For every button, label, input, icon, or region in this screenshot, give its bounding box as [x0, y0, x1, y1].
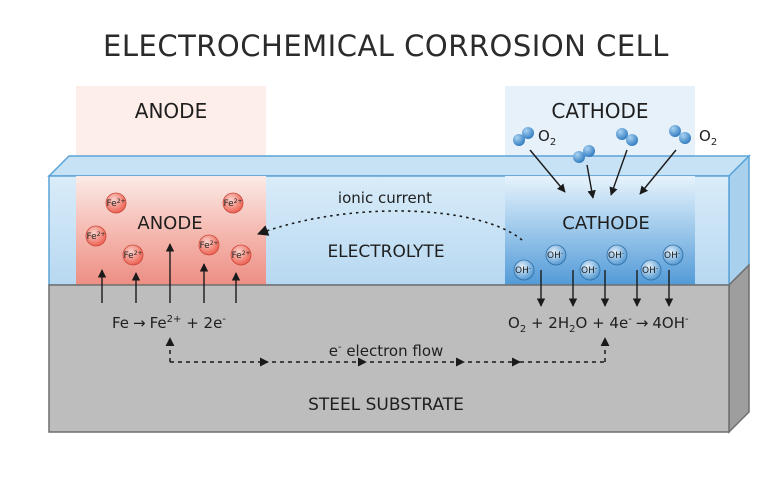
svg-text:Fe2+: Fe2+ — [86, 231, 105, 242]
svg-text:Fe2+: Fe2+ — [231, 250, 250, 261]
anode-reaction: Fe→Fe2+ + 2e- — [112, 314, 226, 332]
o2-arrow — [586, 164, 596, 199]
anode-top-zone — [76, 86, 266, 166]
oh-ion: OH- — [513, 259, 535, 281]
o2-arrow — [529, 149, 566, 193]
anode-top-label: ANODE — [135, 99, 207, 123]
cathode-top-label: CATHODE — [551, 99, 648, 123]
svg-text:Fe2+: Fe2+ — [123, 250, 142, 261]
steel-substrate — [48, 284, 730, 433]
svg-text:OH-: OH- — [581, 265, 597, 276]
substrate-side-face — [728, 263, 750, 434]
cathode-zone — [505, 176, 695, 285]
o2-label: O2 — [538, 127, 556, 148]
svg-text:OH-: OH- — [664, 250, 680, 261]
electron-flow-label: e- electron flow — [329, 342, 444, 360]
fe-ion: Fe2+ — [198, 234, 220, 256]
svg-text:Fe2+: Fe2+ — [106, 198, 125, 209]
oh-ion: OH- — [640, 259, 662, 281]
o2-arrow — [609, 149, 628, 196]
o2-arrow — [639, 149, 677, 195]
anode-inner-label: ANODE — [137, 213, 202, 234]
o2-molecule — [669, 125, 691, 144]
electrolyte-side-face — [728, 154, 750, 287]
svg-text:OH-: OH- — [515, 265, 531, 276]
o2-molecule — [616, 128, 638, 146]
fe-ion: Fe2+ — [85, 225, 107, 247]
page-title: ELECTROCHEMICAL CORROSION CELL — [103, 29, 669, 63]
ionic-current-label: ionic current — [338, 189, 432, 207]
svg-text:OH-: OH- — [608, 250, 624, 261]
electrolyte-top-face — [47, 155, 751, 177]
fe-ion: Fe2+ — [222, 192, 244, 214]
cathode-reaction: O2 + 2H2O + 4e-→4OH- — [508, 314, 689, 335]
substrate-label: STEEL SUBSTRATE — [308, 395, 464, 415]
svg-text:OH-: OH- — [547, 250, 563, 261]
oh-ion: OH- — [606, 244, 628, 266]
svg-text:Fe2+: Fe2+ — [199, 240, 218, 251]
oh-ion: OH- — [662, 244, 684, 266]
fe-ion: Fe2+ — [122, 244, 144, 266]
fe-ion: Fe2+ — [230, 244, 252, 266]
svg-text:Fe2+: Fe2+ — [223, 198, 242, 209]
o2-molecule — [573, 145, 595, 163]
svg-text:OH-: OH- — [642, 265, 658, 276]
cathode-inner-label: CATHODE — [562, 213, 649, 234]
oh-ion: OH- — [579, 259, 601, 281]
o2-molecule — [513, 127, 534, 146]
ionic-current-arrow — [256, 210, 523, 241]
electrolyte-label: ELECTROLYTE — [327, 242, 444, 262]
oh-ion: OH- — [545, 244, 567, 266]
fe-ion: Fe2+ — [105, 192, 127, 214]
cathode-top-zone — [505, 86, 695, 166]
o2-label: O2 — [699, 127, 717, 148]
